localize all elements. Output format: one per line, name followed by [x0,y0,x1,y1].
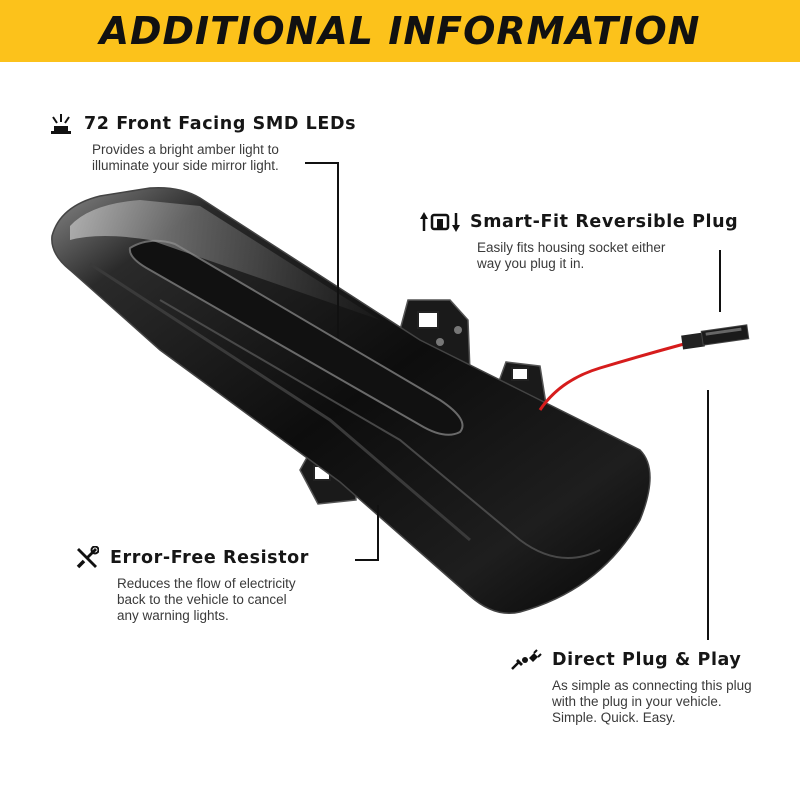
feature-description: Provides a bright amber light to illumin… [92,142,279,173]
feature-plug-and-play: Direct Plug & Play As simple as connecti… [510,648,800,726]
feature-description: Reduces the flow of electricity back to … [117,576,296,623]
tools-icon [74,546,100,570]
page-title: ADDITIONAL INFORMATION [99,9,701,53]
feature-title: Smart-Fit Reversible Plug [470,212,739,232]
feature-description: Easily fits housing socket either way yo… [477,240,666,271]
feature-title: 72 Front Facing SMD LEDs [84,114,357,134]
feature-title: Direct Plug & Play [552,650,742,670]
feature-reversible-plug: Smart-Fit Reversible Plug Easily fits ho… [420,210,738,272]
feature-error-free-resistor: Error-Free Resistor Reduces the flow of … [74,546,367,624]
header-banner: ADDITIONAL INFORMATION [0,0,800,62]
mounting-tab [299,299,547,505]
feature-title: Error-Free Resistor [110,548,310,568]
feature-description: As simple as connecting this plug with t… [552,678,752,725]
plug-icon [510,648,542,672]
feature-smd-leds: 72 Front Facing SMD LEDs Provides a brig… [48,112,356,174]
wire-connector [538,324,750,411]
reversible-arrows-icon [420,210,460,234]
led-light-icon [48,112,74,136]
